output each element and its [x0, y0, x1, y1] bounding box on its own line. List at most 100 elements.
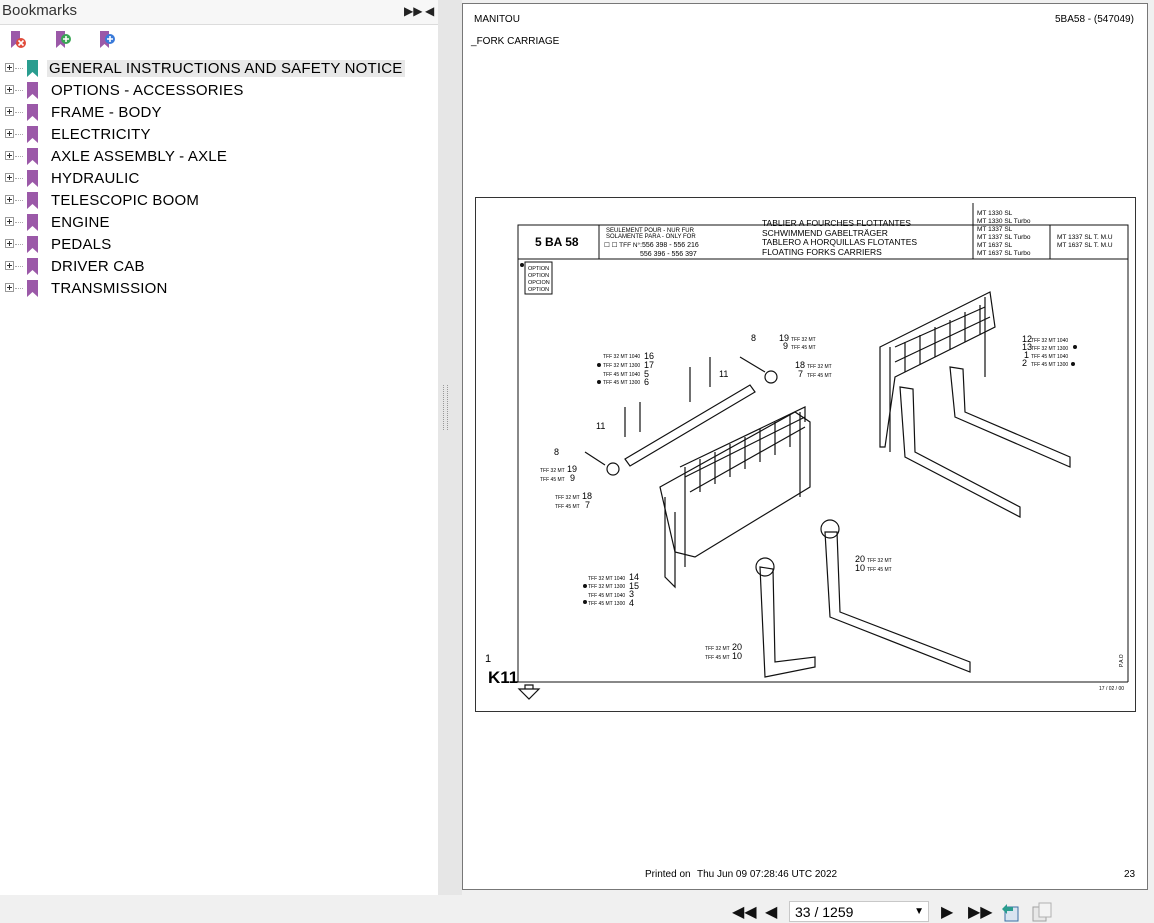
- bookmark-icon: [27, 236, 38, 253]
- pin-left-a: 19: [567, 464, 577, 474]
- bookmark-icon: [27, 258, 38, 275]
- ring-left-b-text: TFF 45 MT: [555, 504, 580, 510]
- tree-connector: [15, 244, 23, 245]
- clip-label-left: 11: [596, 421, 605, 431]
- bookmark-label: TELESCOPIC BOOM: [51, 192, 200, 209]
- bookmark-label: PEDALS: [51, 236, 112, 253]
- callout-c2-num: 13: [1022, 342, 1032, 352]
- option-1: OPTION: [528, 266, 549, 272]
- drawing-date: 17 / 02 / 00: [1099, 686, 1124, 692]
- collapse-panel-icon[interactable]: ◀: [425, 4, 435, 18]
- pin-top-b-text: TFF 45 MT: [791, 345, 816, 351]
- expand-plus-icon[interactable]: [5, 173, 14, 182]
- expand-plus-icon[interactable]: [5, 129, 14, 138]
- fork-mid-b: 10: [855, 563, 865, 573]
- expand-plus-icon[interactable]: [5, 261, 14, 270]
- printed-label: Printed on: [645, 869, 691, 880]
- page-selector[interactable]: 33 / 1259 ▼: [789, 901, 929, 922]
- tree-connector: [15, 222, 23, 223]
- bookmark-item[interactable]: HYDRAULIC: [0, 168, 438, 190]
- callout-a2-text: TFF 32 MT 1300: [603, 363, 640, 369]
- printed-date: Thu Jun 09 07:28:46 UTC 2022: [697, 869, 838, 880]
- bookmark-item[interactable]: GENERAL INSTRUCTIONS AND SAFETY NOTICE: [0, 58, 438, 80]
- callout-a4-text: TFF 45 MT 1300: [603, 380, 640, 386]
- bookmark-item[interactable]: DRIVER CAB: [0, 256, 438, 278]
- tff-no-1: 556 398 - 556 216: [642, 242, 699, 249]
- previous-page-icon[interactable]: ◀: [765, 904, 778, 921]
- expand-plus-icon[interactable]: [5, 239, 14, 248]
- tree-connector: [15, 288, 23, 289]
- bookmark-icon: [27, 82, 38, 99]
- tree-connector: [15, 266, 23, 267]
- delete-bookmark-icon[interactable]: [8, 30, 28, 50]
- first-page-icon[interactable]: ◀◀: [732, 904, 757, 921]
- callout-a3-num: 5: [644, 369, 649, 379]
- callout-b3-num: 3: [629, 589, 634, 599]
- clip-label-top: 11: [719, 369, 728, 379]
- next-page-icon[interactable]: ▶: [941, 904, 954, 921]
- bookmark-item[interactable]: FRAME - BODY: [0, 102, 438, 124]
- ring-top-b-text: TFF 45 MT: [807, 373, 832, 379]
- splitter-grip-icon[interactable]: [443, 385, 448, 430]
- expand-plus-icon[interactable]: [5, 107, 14, 116]
- bookmark-label: OPTIONS - ACCESSORIES: [51, 82, 244, 99]
- doc-header-left: MANITOU: [474, 14, 520, 25]
- model-tmu-1: MT 1337 SL T. M.U: [1057, 234, 1113, 241]
- callout-b2-num: 15: [629, 581, 639, 591]
- page-selector-value: 33 / 1259: [795, 904, 854, 920]
- bottom-toolbar: [0, 895, 1154, 923]
- expand-plus-icon[interactable]: [5, 85, 14, 94]
- callout-c1-text: TFF 32 MT 1040: [1031, 338, 1068, 344]
- callout-b4-text: TFF 45 MT 1300: [588, 601, 625, 607]
- chevron-down-icon[interactable]: ▼: [914, 906, 924, 917]
- panel-splitter[interactable]: [438, 0, 462, 895]
- expand-plus-icon[interactable]: [5, 217, 14, 226]
- model-4: MT 1337 SL Turbo: [977, 234, 1031, 241]
- title-es: TABLERO A HORQUILLAS FLOTANTES: [762, 237, 917, 247]
- bookmark-icon: [27, 60, 38, 77]
- doc-section-title: _FORK CARRIAGE: [471, 36, 560, 47]
- tree-connector: [15, 112, 23, 113]
- bookmark-item[interactable]: TELESCOPIC BOOM: [0, 190, 438, 212]
- drawing-page-no: 1: [485, 653, 491, 665]
- expand-plus-icon[interactable]: [5, 195, 14, 204]
- last-page-icon[interactable]: ▶▶: [968, 904, 993, 921]
- bookmark-label: GENERAL INSTRUCTIONS AND SAFETY NOTICE: [47, 60, 405, 77]
- only-for-line-2: SOLAMENTE PARA - ONLY FOR: [606, 234, 696, 240]
- bookmark-item[interactable]: TRANSMISSION: [0, 278, 438, 300]
- ring-top-b: 7: [798, 369, 803, 379]
- navigate-forward-icon[interactable]: [1031, 901, 1053, 923]
- bookmarks-panel: Bookmarks ▶▶ ◀ GENERAL INSTRUCTIONS AND …: [0, 0, 438, 895]
- callout-c2-text: TFF 32 MT 1300: [1031, 346, 1068, 352]
- callout-b4-num: 4: [629, 598, 634, 608]
- bookmark-item[interactable]: ENGINE: [0, 212, 438, 234]
- expand-plus-icon[interactable]: [5, 283, 14, 292]
- title-de: SCHWIMMEND GABELTRÄGER: [762, 228, 888, 238]
- add-child-bookmark-icon[interactable]: [97, 30, 117, 50]
- bookmark-icon: [27, 148, 38, 165]
- doc-page-number: 23: [1124, 869, 1136, 880]
- bookmark-label: FRAME - BODY: [51, 104, 162, 121]
- expand-panel-icon[interactable]: ▶▶: [404, 4, 423, 18]
- bookmark-label: AXLE ASSEMBLY - AXLE: [51, 148, 228, 165]
- bookmark-icon: [27, 104, 38, 121]
- fork-low-a: 20: [732, 642, 742, 652]
- bookmarks-header: Bookmarks ▶▶ ◀: [0, 0, 438, 25]
- expand-plus-icon[interactable]: [5, 151, 14, 160]
- bookmark-item[interactable]: PEDALS: [0, 234, 438, 256]
- pin-left-b: 9: [570, 473, 575, 483]
- bookmark-item[interactable]: OPTIONS - ACCESSORIES: [0, 80, 438, 102]
- callout-c3-text: TFF 45 MT 1040: [1031, 354, 1068, 360]
- drawing-code: 5 BA 58: [535, 235, 579, 249]
- add-bookmark-icon[interactable]: [53, 30, 73, 50]
- bookmark-item[interactable]: AXLE ASSEMBLY - AXLE: [0, 146, 438, 168]
- bookmark-item[interactable]: ELECTRICITY: [0, 124, 438, 146]
- option-4: OPTION: [528, 287, 549, 293]
- ring-left-a-text: TFF 32 MT: [555, 495, 580, 501]
- callout-b3-text: TFF 45 MT 1040: [588, 593, 625, 599]
- only-for-line-1: SEULEMENT POUR - NUR FUR: [606, 228, 695, 234]
- navigate-back-icon[interactable]: [1000, 901, 1022, 923]
- expand-plus-icon[interactable]: [5, 63, 14, 72]
- bookmark-icon: [27, 280, 38, 297]
- ring-left-a: 18: [582, 491, 592, 501]
